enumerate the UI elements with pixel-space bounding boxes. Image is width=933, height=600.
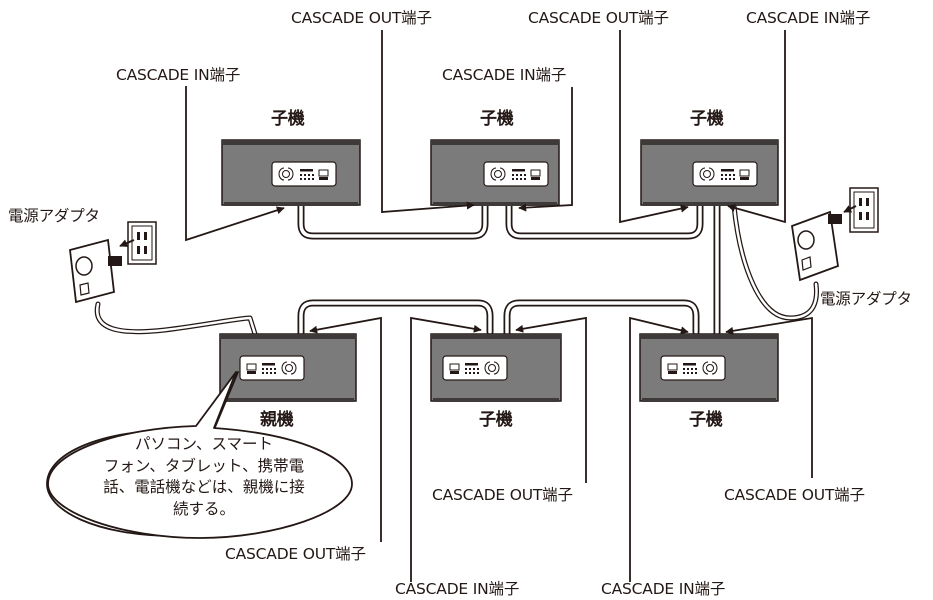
- leader-cascade-in-upper-center: [518, 87, 573, 212]
- leader-cascade-in-top-far-right: [727, 30, 786, 224]
- leader-cascade-out-lower-right: [725, 316, 813, 478]
- leader-cascade-in-bottom-right: [629, 316, 689, 582]
- unit-bottom-center: [430, 333, 562, 402]
- unit-top-right: [640, 139, 779, 206]
- bubble-line: パソコン、スマート: [134, 435, 274, 453]
- label-power-adapter-left: 電源アダプタ: [8, 207, 100, 225]
- label-cascade-in: CASCADE IN端子: [395, 580, 520, 598]
- label-cascade-in: CASCADE IN端子: [746, 9, 871, 27]
- label-cascade-out: CASCADE OUT端子: [225, 545, 366, 563]
- leader-cascade-in-upper-left: [185, 86, 285, 242]
- plug-arrow-left: [119, 239, 135, 247]
- leader-cascade-out-top-left: [381, 30, 475, 213]
- unit-label-top-center: 子機: [480, 109, 514, 129]
- label-power-adapter-right: 電源アダプタ: [820, 290, 912, 308]
- power-adapter-left-icon: [69, 238, 122, 304]
- unit-label-top-right: 子機: [690, 109, 724, 129]
- bubble-line: フォン、タブレット、携帯電: [103, 456, 305, 475]
- power-adapter-right-icon: [791, 210, 842, 282]
- label-cascade-out: CASCADE OUT端子: [724, 486, 865, 504]
- leader-cascade-out-top-right: [619, 30, 689, 224]
- label-cascade-out: CASCADE OUT端子: [432, 486, 573, 504]
- bubble-line: 話、電話機などは、親機に接: [103, 478, 305, 496]
- unit-bottom-right: [639, 333, 779, 402]
- unit-top-left: [221, 139, 361, 206]
- speech-bubble-text: パソコン、スマート フォン、タブレット、携帯電 話、電話機などは、親機に接 続す…: [56, 434, 352, 520]
- unit-label-bottom-center: 子機: [479, 410, 513, 430]
- unit-bottom-left: [219, 333, 357, 402]
- leader-cascade-out-lower-center: [515, 316, 587, 483]
- plug-arrow-right: [843, 205, 857, 213]
- label-cascade-in: CASCADE IN端子: [116, 66, 241, 84]
- unit-label-bottom-right: 子機: [689, 410, 723, 430]
- label-cascade-out: CASCADE OUT端子: [528, 9, 669, 27]
- unit-label-top-left: 子機: [271, 109, 305, 129]
- label-cascade-in: CASCADE IN端子: [442, 66, 567, 84]
- label-cascade-out: CASCADE OUT端子: [291, 9, 432, 27]
- bubble-line: 続する。: [172, 499, 235, 518]
- unit-top-center: [430, 139, 560, 206]
- unit-label-bottom-left: 親機: [260, 410, 294, 430]
- wall-outlet-right-icon: [849, 187, 879, 233]
- wall-outlet-left-icon: [127, 221, 157, 265]
- label-cascade-in: CASCADE IN端子: [601, 580, 726, 598]
- leader-cascade-out-bottom-left: [309, 316, 382, 542]
- leader-cascade-in-bottom-center: [410, 316, 482, 582]
